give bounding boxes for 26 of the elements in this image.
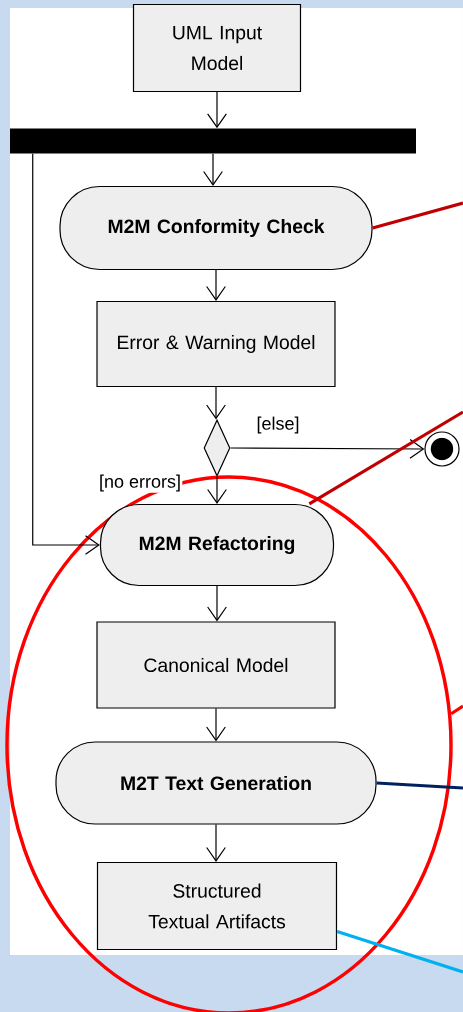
edge-label: [else] [255,415,301,435]
arrow [206,708,226,742]
model-box: Structured Textual Artifacts [96,861,338,951]
arrow [230,439,425,459]
arrow [207,91,227,129]
model-box: UML Input Model [132,3,302,93]
final-node [424,431,460,467]
arrow [203,153,223,186]
arrow [206,824,226,862]
action-box: M2M Refactoring [99,503,335,587]
arrow [207,585,227,622]
arrow [207,476,227,504]
leader-line [336,930,463,974]
leader-line [372,201,463,230]
model-box: Canonical Model [96,621,336,709]
fork-bar [10,128,416,154]
edge-label: [no errors] [97,473,183,493]
action-box: M2M Conformity Check [59,185,373,271]
model-box: Error & Warning Model [96,300,336,388]
arrow [206,269,226,301]
leader-line [450,704,463,716]
action-box: M2T Text Generation [55,741,377,825]
leader-line [308,410,463,506]
arrow [206,386,226,420]
arrow [32,153,100,555]
leader-line [376,781,463,790]
